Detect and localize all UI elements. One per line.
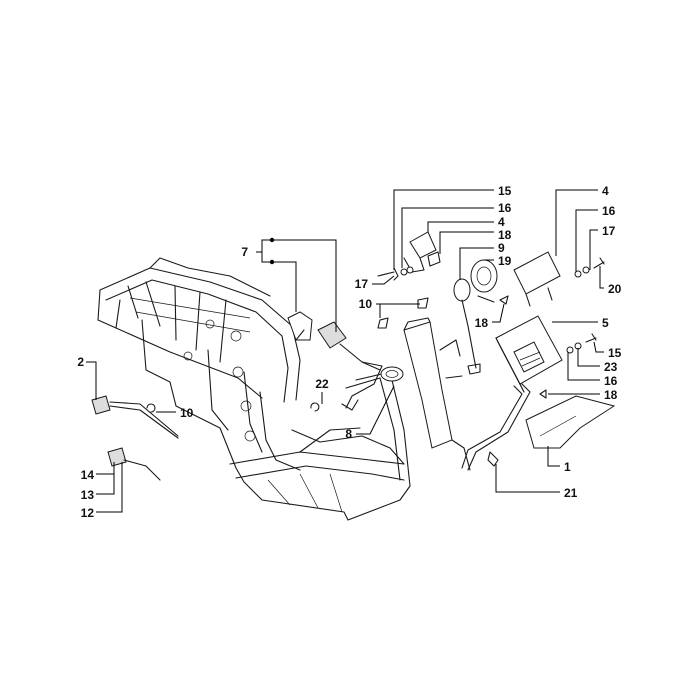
callout-23: 23 <box>604 360 618 374</box>
callout-3: 4 <box>602 184 609 198</box>
callout-10-middle: 10 <box>359 297 373 311</box>
callout-16-right: 16 <box>602 204 616 218</box>
sensor-part-2 <box>91 395 179 439</box>
sensor-part-14 <box>107 447 161 481</box>
callout-17-right: 17 <box>602 224 616 238</box>
wiring-harness-part-9 <box>341 361 404 411</box>
clip-parts-10-22 <box>146 297 429 413</box>
callout-8: 9 <box>498 241 505 255</box>
callout-19: 19 <box>498 254 512 268</box>
callout-15-top: 15 <box>498 184 512 198</box>
callout-22: 22 <box>315 377 329 391</box>
callout-12: 12 <box>81 506 95 520</box>
ignition-switch-assembly <box>287 311 383 409</box>
horn-part-4 <box>403 231 441 273</box>
callout-15-right: 15 <box>608 346 622 360</box>
callout-18-low: 18 <box>604 388 618 402</box>
callout-21: 21 <box>564 486 578 500</box>
callout-10-left: 10 <box>180 406 194 420</box>
callout-9: 8 <box>345 427 352 441</box>
callout-labels: 7 2 10 14 13 12 22 8 10 17 15 16 4 18 9 … <box>77 184 621 520</box>
callout-2: 2 <box>77 355 84 369</box>
scooter-frame <box>97 257 471 521</box>
leader-lines <box>86 189 604 513</box>
callout-5: 5 <box>602 316 609 330</box>
bracket-part-3 <box>513 251 561 307</box>
callout-16-top: 16 <box>498 201 512 215</box>
callout-13: 13 <box>81 488 95 502</box>
callout-18-top: 18 <box>498 228 512 242</box>
callout-1: 1 <box>564 460 571 474</box>
callout-14: 14 <box>81 468 95 482</box>
control-unit-part-5 <box>495 315 563 393</box>
callout-4: 4 <box>498 215 505 229</box>
callout-17-left: 17 <box>355 277 369 291</box>
stand-support-and-guard-part-1 <box>461 383 616 471</box>
screws-and-washers <box>377 257 605 399</box>
callout-18-mid: 18 <box>475 316 489 330</box>
horn-parts-8-19 <box>453 259 498 375</box>
callout-7: 7 <box>241 245 248 259</box>
callout-16-low: 16 <box>604 374 618 388</box>
callout-20: 20 <box>608 282 622 296</box>
